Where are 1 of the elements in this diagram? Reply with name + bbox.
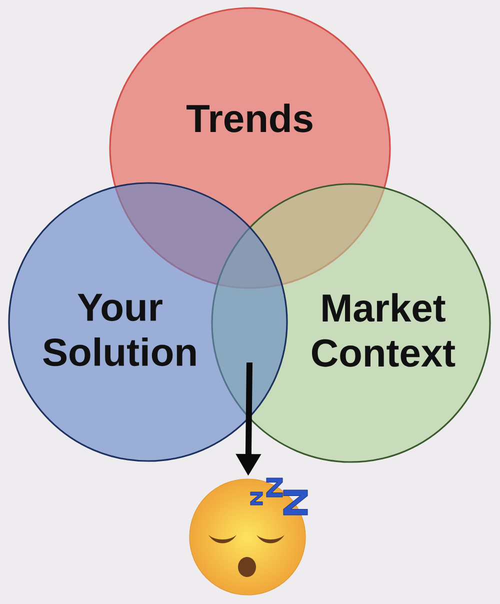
- sleeping-face-icon: [189, 478, 308, 596]
